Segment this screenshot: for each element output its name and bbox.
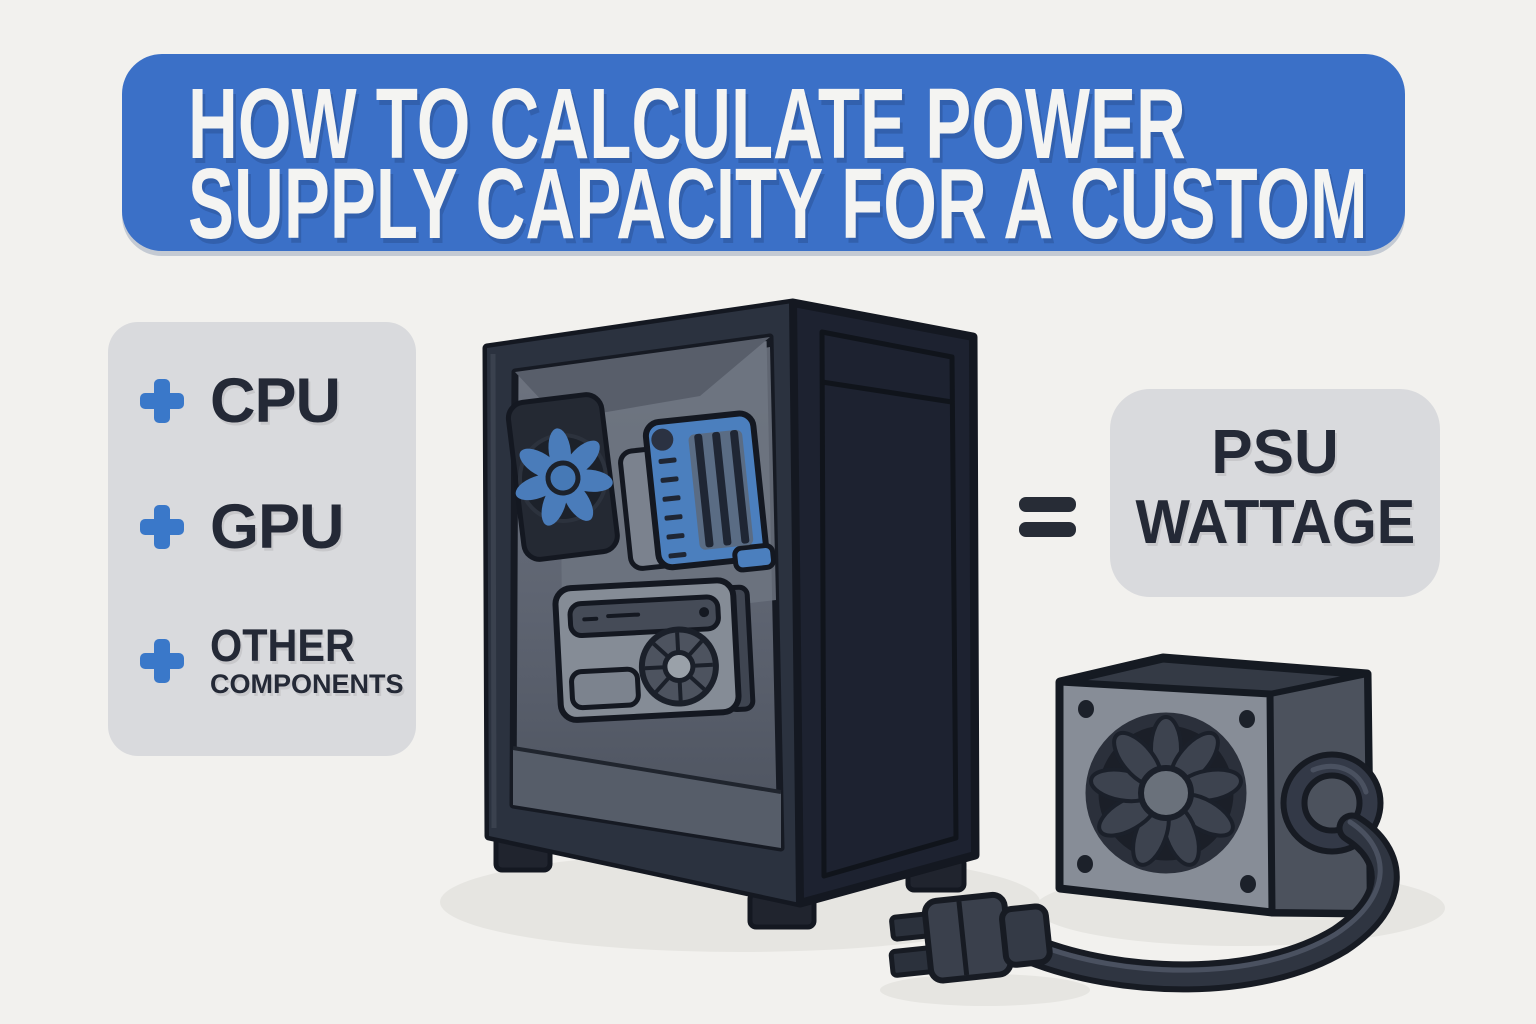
plus-icon bbox=[140, 505, 184, 549]
equals-bar-bottom bbox=[1019, 522, 1076, 537]
result-line-wattage: WATTAGE bbox=[1110, 488, 1440, 558]
equals-bar-top bbox=[1019, 497, 1076, 512]
plus-icon bbox=[140, 639, 184, 683]
front-panel-divider bbox=[821, 379, 953, 405]
blue-component-icon bbox=[618, 410, 777, 573]
result-line-psu-text: PSU bbox=[1211, 418, 1339, 487]
component-item-gpu: GPU bbox=[138, 491, 345, 562]
psu-screws bbox=[1077, 700, 1256, 893]
pc-tower-illustration bbox=[482, 298, 980, 930]
component-sublabel-components: COMPONENTS bbox=[210, 669, 404, 699]
gpu-module-icon bbox=[552, 577, 756, 723]
case-edge-highlight bbox=[490, 353, 497, 829]
psu-illustration bbox=[1016, 653, 1400, 993]
result-box: PSU WATTAGE bbox=[1110, 389, 1440, 597]
components-box: CPU GPU OTHER COMPONENTS bbox=[108, 322, 416, 756]
component-item-cpu: CPU bbox=[138, 365, 341, 436]
title-line-1: HOW TO CALCULATE POWER bbox=[188, 68, 1405, 180]
title-line-2: SUPPLY CAPACITY FOR A CUSTOM bbox=[188, 148, 1405, 260]
front-panel-inset bbox=[819, 329, 959, 879]
power-plug-icon bbox=[888, 891, 1053, 984]
component-label-other-block: OTHER COMPONENTS bbox=[210, 620, 404, 700]
result-line-wattage-text: WATTAGE bbox=[1135, 488, 1415, 557]
component-label-gpu: GPU bbox=[210, 491, 345, 562]
equals-icon bbox=[1019, 497, 1076, 537]
component-item-other: OTHER COMPONENTS bbox=[138, 616, 404, 706]
case-fan-icon bbox=[505, 392, 620, 562]
result-line-psu: PSU bbox=[1110, 418, 1440, 488]
title-banner: HOW TO CALCULATE POWER SUPPLY CAPACITY F… bbox=[122, 54, 1405, 260]
case-front-panel bbox=[789, 299, 979, 907]
component-label-cpu: CPU bbox=[210, 365, 341, 436]
title-line-1-text: HOW TO CALCULATE POWER bbox=[188, 68, 1186, 180]
power-cable bbox=[1016, 751, 1400, 993]
component-label-other: OTHER bbox=[210, 620, 355, 671]
plus-icon bbox=[140, 379, 184, 423]
title-line-2-text: SUPPLY CAPACITY FOR A CUSTOM bbox=[188, 148, 1368, 260]
psu-fan-icon bbox=[1085, 712, 1247, 874]
